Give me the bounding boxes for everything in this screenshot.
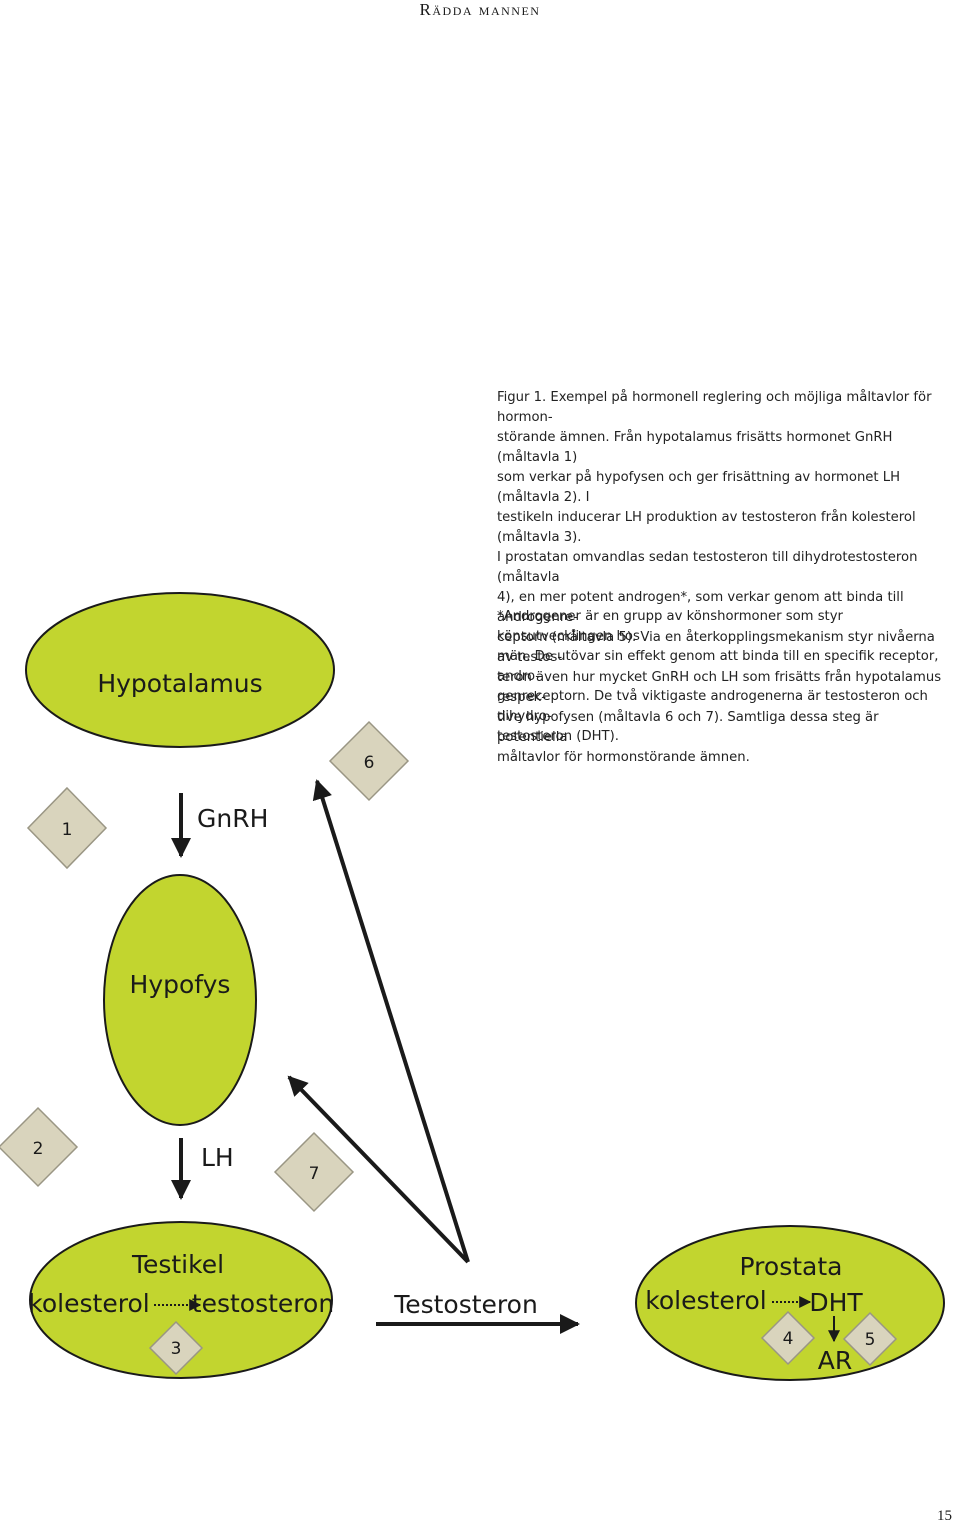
ar-label: AR [818, 1346, 852, 1375]
target-1-number: 1 [62, 820, 73, 840]
testikel-kolesterol-label: kolesterol [28, 1289, 149, 1318]
running-header: Rädda mannen [419, 0, 541, 19]
target-7-marker: 7 [273, 1131, 355, 1213]
target-4-marker: 4 [760, 1310, 816, 1366]
target-4-number: 4 [783, 1329, 794, 1349]
target-7-number: 7 [309, 1164, 320, 1184]
target-2-marker: 2 [0, 1106, 79, 1188]
target-3-marker: 3 [148, 1320, 204, 1376]
testosteron-label: Testosteron [393, 1290, 538, 1319]
hypofys-label: Hypofys [130, 970, 231, 999]
footnote-line: män. De utövar sin effekt genom att bind… [497, 649, 939, 684]
footnote-line: testosteron (DHT). [497, 729, 619, 744]
footnote-line: genreceptorn. De två viktigaste androgen… [497, 689, 928, 724]
target-5-marker: 5 [842, 1311, 898, 1367]
hypotalamus-node [25, 592, 335, 748]
caption-line: som verkar på hypofysen och ger frisättn… [497, 470, 901, 505]
hypotalamus-label: Hypotalamus [97, 669, 262, 698]
prostata-kolesterol-label: kolesterol [645, 1286, 766, 1315]
caption-line: Figur 1. Exempel på hormonell reglering … [497, 390, 932, 425]
caption-line: ceptorn (måltavla 5). Via en återkopplin… [497, 630, 935, 665]
caption-line: I prostatan omvandlas sedan testosteron … [497, 550, 918, 585]
testikel-testosteron-label: testosteron [192, 1289, 334, 1318]
feedback-arrow-hypotalamus [312, 779, 470, 1263]
footnote-line: *Androgener är en grupp av könshormoner … [497, 609, 843, 644]
testikel-node [29, 1221, 333, 1379]
target-6-marker: 6 [328, 720, 410, 802]
target-2-number: 2 [33, 1139, 44, 1159]
prostata-label: Prostata [740, 1252, 843, 1281]
caption-line: 4), en mer potent androgen*, som verkar … [497, 590, 904, 625]
target-3-number: 3 [171, 1339, 182, 1359]
caption-line: måltavlor för hormonstörande ämnen. [497, 750, 750, 765]
page-number: 15 [937, 1508, 952, 1524]
target-1-marker: 1 [26, 786, 108, 870]
feedback-arrow-hypofys [287, 1075, 470, 1264]
target-6-number: 6 [364, 753, 375, 773]
caption-line: tive hypofysen (måltavla 6 och 7). Samtl… [497, 710, 879, 745]
caption-line: störande ämnen. Från hypotalamus frisätt… [497, 430, 893, 465]
gnrh-label: GnRH [197, 804, 268, 833]
testikel-label: Testikel [131, 1250, 224, 1279]
figure-caption: Figur 1. Exempel på hormonell reglering … [497, 388, 947, 768]
target-5-number: 5 [865, 1330, 876, 1350]
lh-label: LH [201, 1143, 234, 1172]
caption-line: teron även hur mycket GnRH och LH som fr… [497, 670, 942, 705]
footnote: *Androgener är en grupp av könshormoner … [497, 607, 947, 747]
hypofys-node [103, 874, 257, 1126]
dht-label: DHT [809, 1288, 863, 1317]
caption-line: testikeln inducerar LH produktion av tes… [497, 510, 916, 545]
